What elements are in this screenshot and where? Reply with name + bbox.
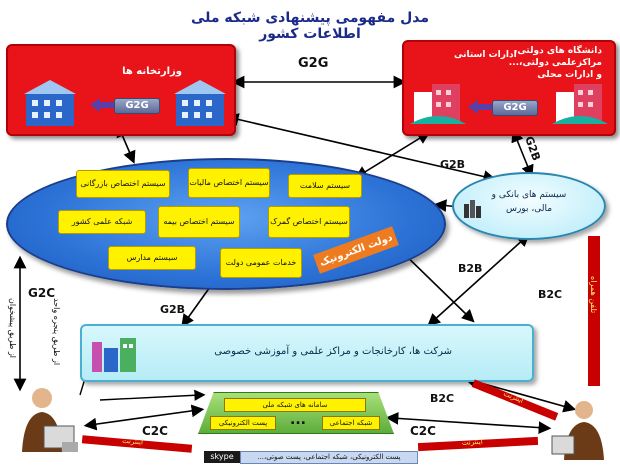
system-insurance: سیستم اختصاص بیمه — [158, 206, 240, 238]
via-single-window-label: از طریق پنجره واحد — [52, 298, 61, 366]
system-tax: سیستم اختصاص مالیات — [188, 168, 270, 198]
provincial-bank-arrow — [511, 129, 534, 178]
provincial-label-2: مراکزعلمی دولتی،... — [508, 58, 602, 68]
c2c-label-right: C2C — [410, 424, 436, 438]
mobile-bar: تلفن همراه — [588, 236, 600, 386]
via-counter-label: از طریق پیشخوان — [8, 298, 17, 359]
b2c-label-bottom: B2C — [430, 392, 455, 405]
building-icon — [24, 80, 76, 126]
provincial-label-1: دانشگاه های دولتی، — [513, 46, 602, 56]
system-commerce: سیستم اختصاص بازرگانی — [76, 170, 170, 198]
g2g-label: G2G — [298, 56, 329, 71]
mobile-label: تلفن همراه — [589, 276, 598, 314]
system-customs: سیستم اختصاص گمرک — [268, 206, 350, 238]
email-box: پست الکترونیکی — [210, 416, 276, 430]
ministries-label: وزارتخانه ها — [122, 66, 182, 77]
g2b-label-1: G2B — [440, 158, 466, 171]
system-health: سیستم سلامت — [288, 174, 362, 198]
person-right-icon — [551, 401, 604, 460]
system-science-network: شبکه علمی کشور — [58, 210, 146, 234]
bank-label-1: سیستم های بانکی و — [491, 190, 567, 200]
arrow-left-icon — [468, 100, 492, 114]
system-public-services: خدمات عمومی دولت — [220, 248, 302, 278]
ministries-box: وزارتخانه ها G2G — [6, 44, 236, 136]
g2c-label: G2C — [28, 286, 56, 300]
internet-label-right: اینترنت — [461, 437, 483, 447]
c2c-right-arrow — [385, 412, 552, 434]
building-icon — [552, 84, 608, 124]
system-schools: سیستم مدارس — [108, 246, 196, 270]
person-green-arrow — [99, 389, 206, 401]
provincial-label-3: و ادارات محلی — [537, 70, 602, 80]
building-icon — [410, 84, 466, 124]
provincial-label-4: ادارات استانی — [454, 50, 517, 60]
provincial-box: دانشگاه های دولتی، مراکزعلمی دولتی،... و… — [402, 40, 616, 136]
more-dots: ... — [290, 412, 306, 428]
skype-tag: skype — [204, 451, 240, 463]
national-systems-title: سامانه های شبکه ملی — [224, 398, 366, 412]
ministries-bank-arrow — [225, 113, 497, 183]
social-network-box: شبکه اجتماعی — [322, 416, 380, 430]
city-icon — [464, 200, 481, 218]
g2g-pill-right: G2G — [492, 100, 538, 116]
bank-label-2: مالی، بورس — [505, 204, 553, 214]
factory-icon — [92, 338, 136, 372]
building-icon — [174, 80, 226, 126]
c2c-label-left: C2C — [142, 424, 168, 438]
bottom-services-bar: پست الکترونیکی، شبکه اجتماعی، پست صوتی،.… — [240, 451, 418, 464]
g2g-pill-left: G2G — [114, 98, 160, 114]
arrow-left-icon — [90, 98, 114, 112]
bank-ellipse: سیستم های بانکی و مالی، بورس — [452, 172, 606, 240]
internet-label-left: اینترنت — [121, 436, 144, 447]
b2b-label: B2B — [458, 262, 483, 275]
person-left-icon — [22, 388, 78, 452]
b2c-label-right: B2C — [538, 288, 563, 301]
bank-company-arrow — [427, 233, 530, 327]
company-label: شرکت ها، کارخانجات و مراکز علمی و آموزشی… — [214, 346, 452, 357]
g2b-label-3: G2B — [160, 303, 186, 316]
diagram-title: مدل مفهومی پیشنهادی شبکه ملی اطلاعات کشو… — [190, 10, 430, 42]
c2c-left-arrow — [83, 404, 205, 431]
company-box: شرکت ها، کارخانجات و مراکز علمی و آموزشی… — [80, 324, 534, 382]
